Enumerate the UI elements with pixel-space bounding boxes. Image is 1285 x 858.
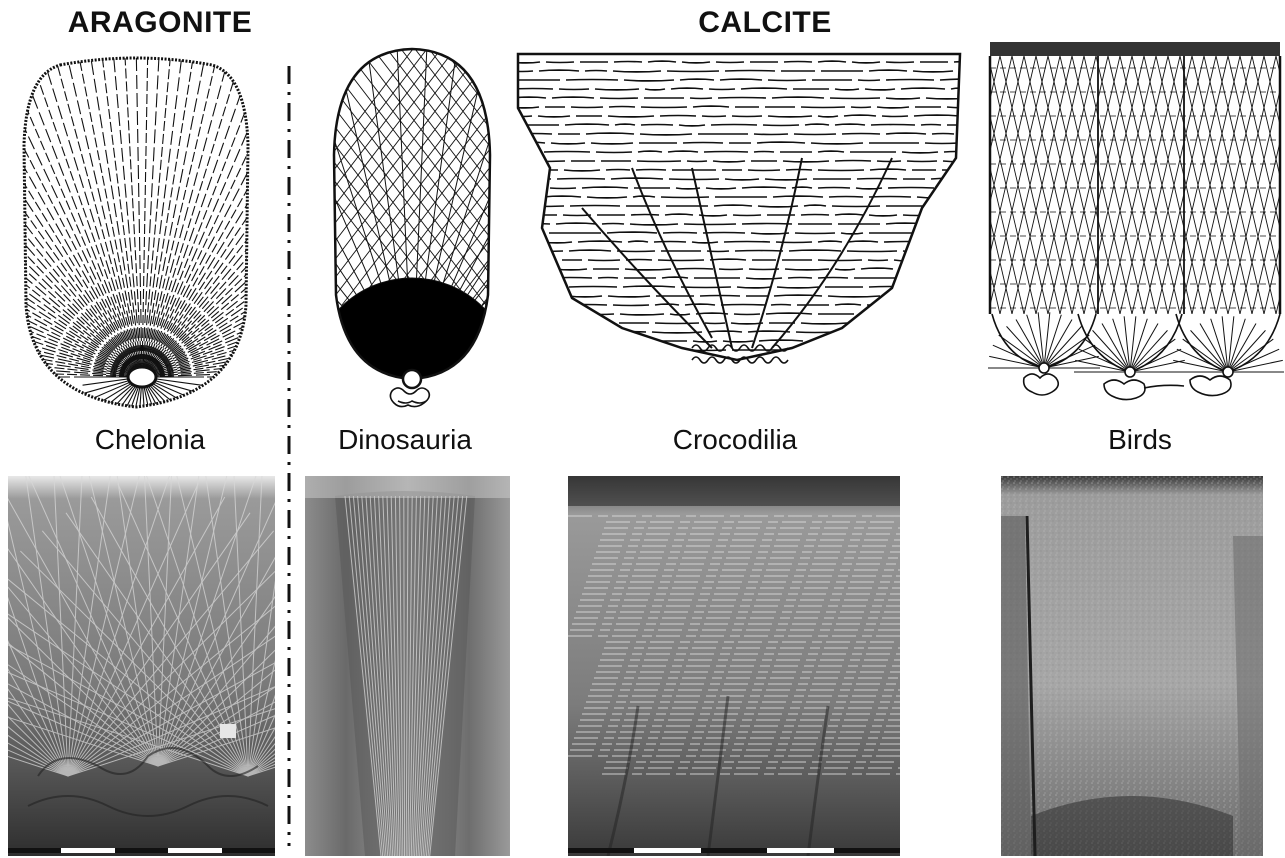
taxon-label-dinosauria: Dinosauria [300,424,510,456]
calcite-heading: CALCITE [665,6,865,40]
dinosauria-micrograph [305,476,510,856]
aragonite-heading: ARAGONITE [40,6,280,40]
taxon-label-chelonia: Chelonia [40,424,260,456]
crocodilia-drawing [512,48,967,408]
crocodilia-scale-bar [568,848,900,853]
crocodilia-micrograph [568,476,900,856]
chelonia-micrograph [8,476,275,856]
chelonia-drawing [20,55,252,415]
taxon-label-birds: Birds [1060,424,1220,456]
birds-micrograph [1001,476,1263,856]
mineral-divider [286,66,292,846]
birds-drawing [988,38,1284,404]
taxon-label-crocodilia: Crocodilia [625,424,845,456]
chelonia-scale-bar [8,848,275,853]
dinosauria-drawing [328,45,496,415]
